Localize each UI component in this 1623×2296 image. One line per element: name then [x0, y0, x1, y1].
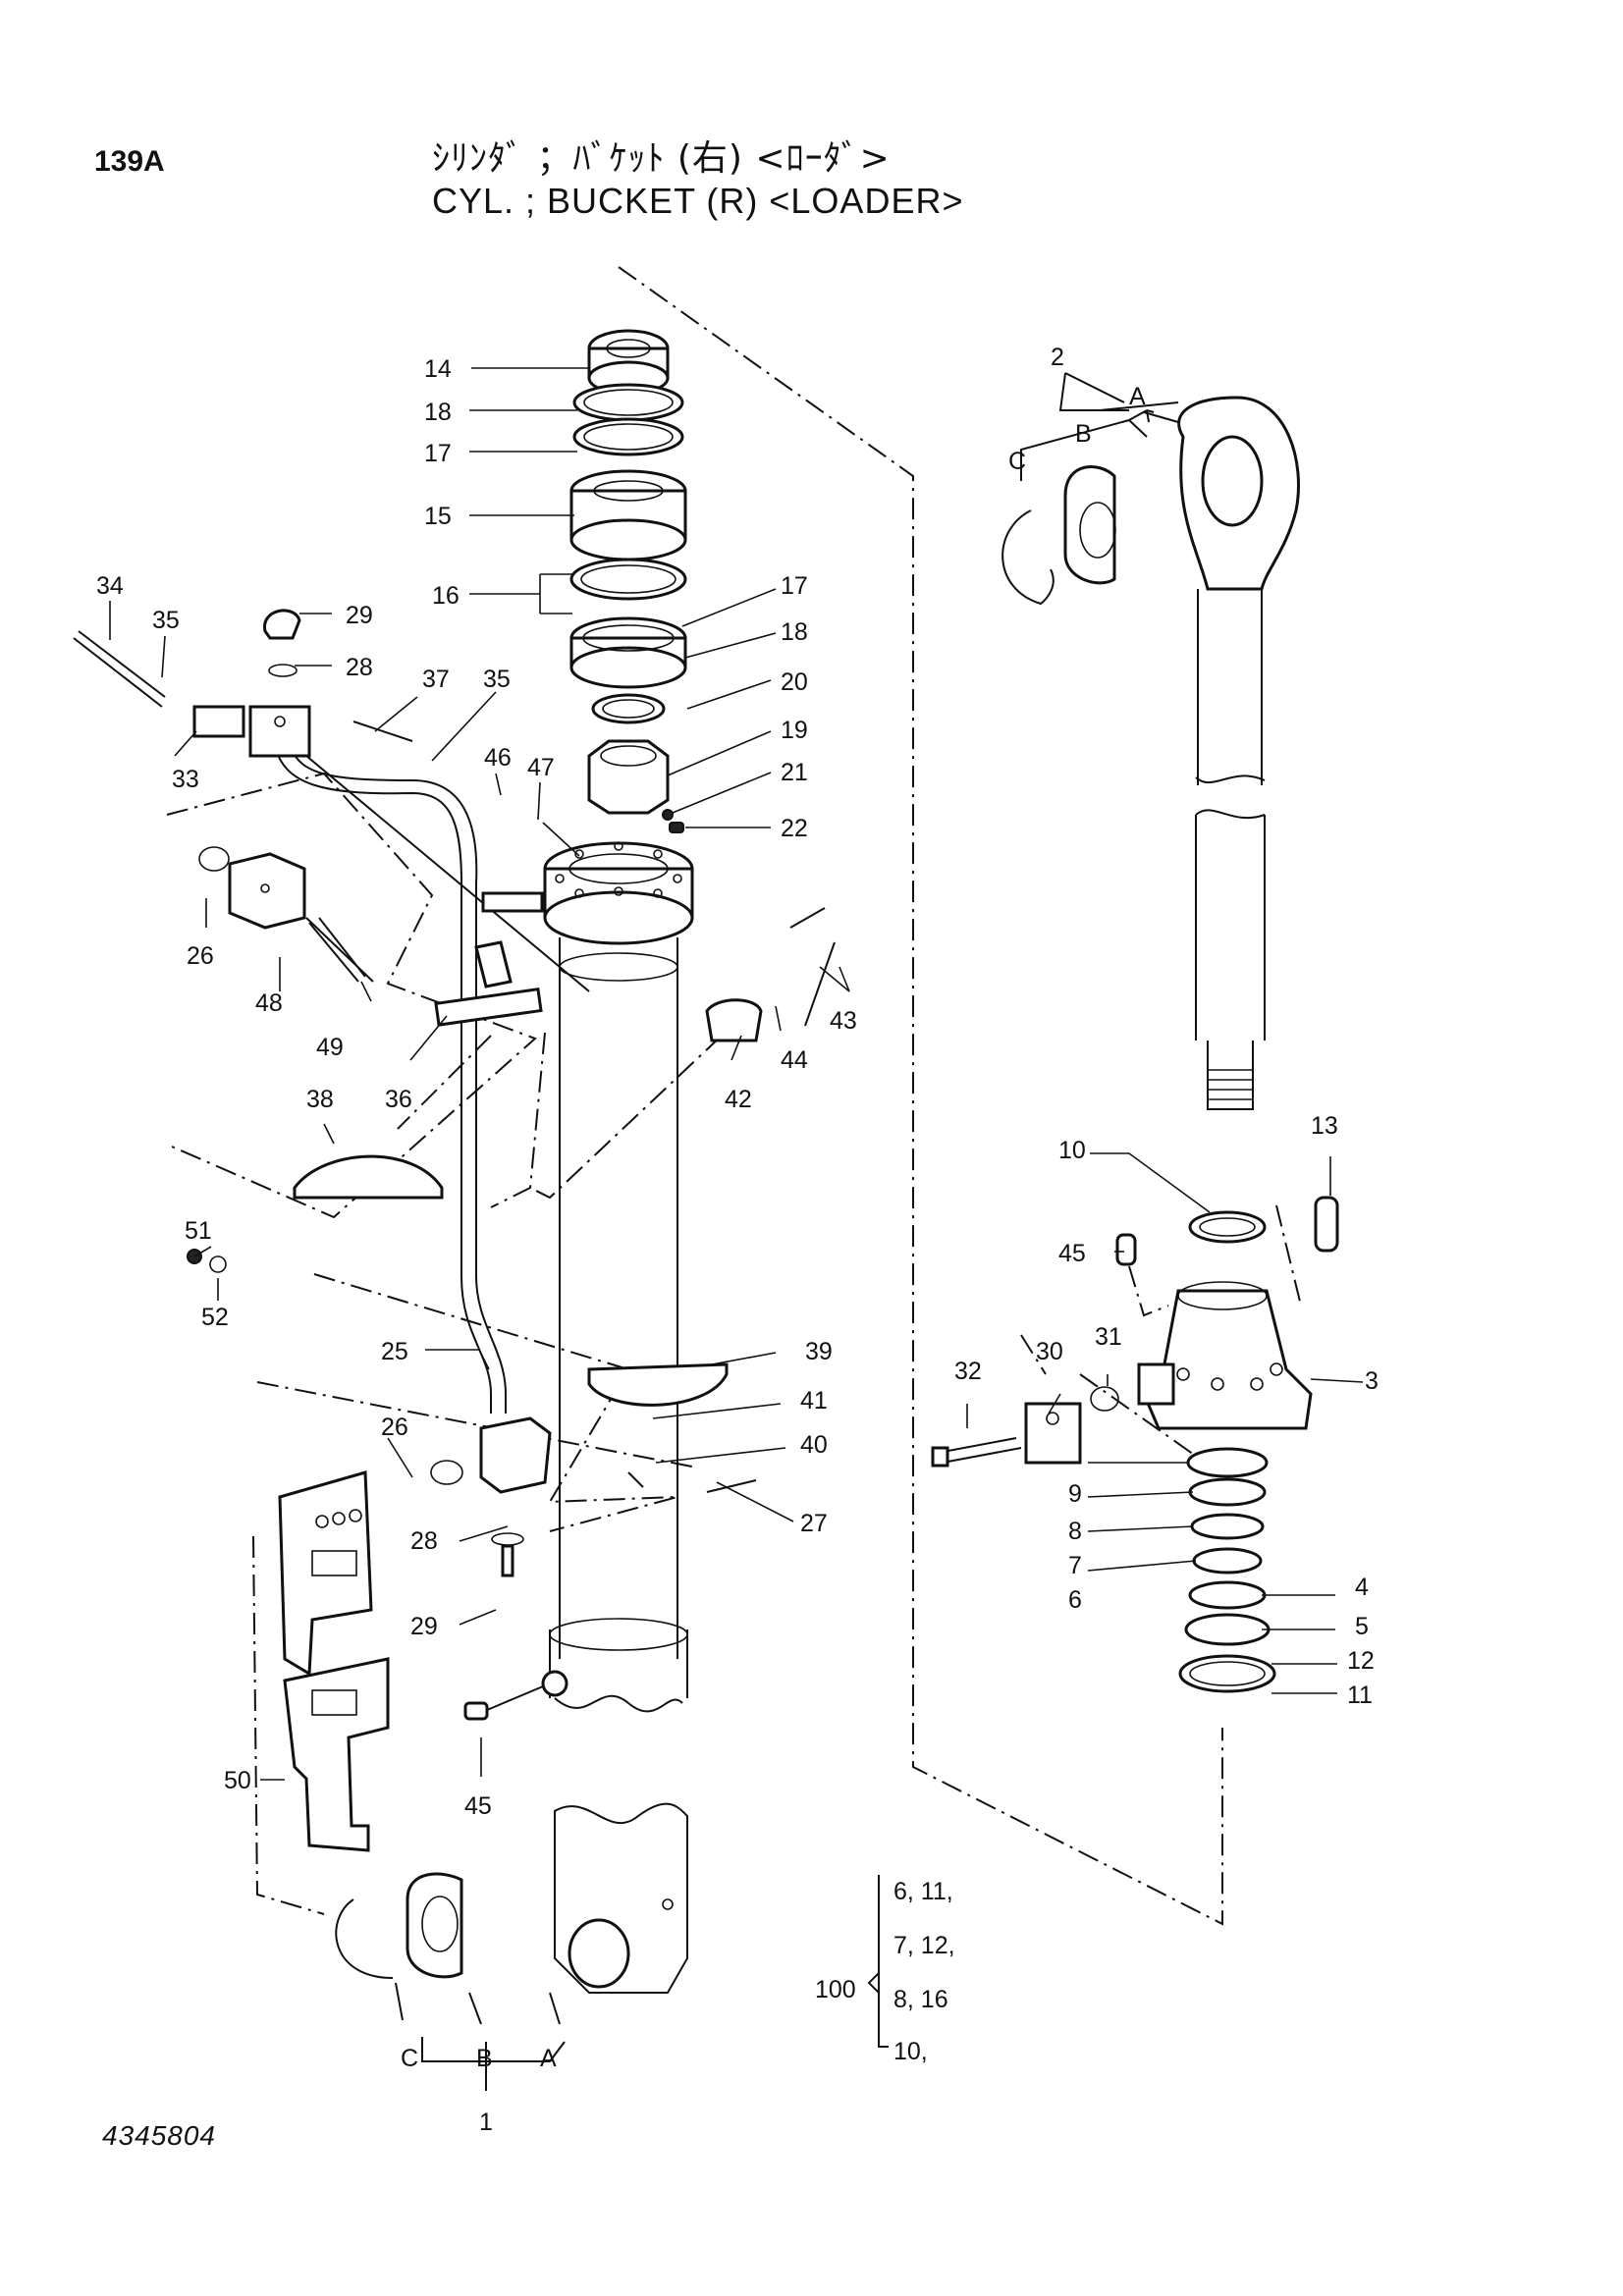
sub-label-bottom-a: A — [540, 2045, 557, 2072]
callout-15: 15 — [424, 503, 452, 530]
callout-9: 9 — [1068, 1480, 1082, 1508]
callout-14: 14 — [424, 355, 452, 383]
callout-2: 2 — [1051, 344, 1064, 371]
callout-10: 10 — [1058, 1137, 1086, 1164]
kit-row-3: 8, 16 — [893, 1986, 948, 2013]
callout-34: 34 — [96, 572, 124, 600]
callout-26a: 26 — [187, 942, 214, 970]
callout-50: 50 — [224, 1767, 251, 1794]
callout-35a: 35 — [152, 607, 180, 634]
rod-seal-stack — [569, 329, 687, 833]
callout-52: 52 — [201, 1304, 229, 1331]
callout-48: 48 — [255, 989, 283, 1017]
kit-group-100: 100 6, 11, 7, 12, 8, 16 10, — [815, 1878, 955, 2065]
sub-label-top-b: B — [1075, 420, 1092, 448]
callout-31: 31 — [1095, 1323, 1122, 1351]
callout-11: 11 — [1347, 1682, 1373, 1709]
callout-37: 37 — [422, 666, 450, 693]
callout-33: 33 — [172, 766, 199, 793]
mounting-plate — [278, 1470, 390, 1852]
callout-42: 42 — [725, 1086, 752, 1113]
sub-label-top-a: A — [1129, 383, 1146, 410]
callout-6: 6 — [1068, 1586, 1082, 1614]
callout-21: 21 — [781, 759, 808, 786]
callout-13: 13 — [1311, 1112, 1338, 1140]
callout-35b: 35 — [483, 666, 511, 693]
bushing-set-bottom — [335, 1872, 463, 1979]
sub-label-bottom-b: B — [476, 2045, 493, 2072]
callout-43: 43 — [830, 1007, 857, 1035]
callout-8: 8 — [1068, 1518, 1082, 1545]
cylinder-tube — [463, 841, 694, 1994]
callout-38: 38 — [306, 1086, 334, 1113]
callout-5: 5 — [1355, 1613, 1369, 1640]
callout-18a: 18 — [424, 399, 452, 426]
callout-40: 40 — [800, 1431, 828, 1459]
callout-49: 49 — [316, 1034, 344, 1061]
kit-row-1: 6, 11, — [893, 1878, 953, 1905]
callout-19: 19 — [781, 717, 808, 744]
callout-3: 3 — [1365, 1367, 1379, 1395]
callout-30: 30 — [1036, 1338, 1063, 1365]
callout-7: 7 — [1068, 1552, 1082, 1579]
callout-17b: 17 — [781, 572, 808, 600]
callout-39: 39 — [805, 1338, 833, 1365]
drawing-number: 4345804 — [102, 2120, 217, 2151]
sub-label-top-c: C — [1008, 448, 1026, 475]
callout-47: 47 — [527, 754, 555, 781]
sub-label-bottom-c: C — [401, 2045, 418, 2072]
callout-1: 1 — [479, 2109, 493, 2136]
callout-17a: 17 — [424, 440, 452, 467]
callout-25: 25 — [381, 1338, 408, 1365]
bushing-set-top — [1001, 464, 1116, 606]
title-japanese: ｼﾘﾝﾀﾞ ；ﾊﾞｹｯﾄ (右) <ﾛｰﾀﾞ> — [432, 138, 891, 179]
rod-eye-assembly — [931, 396, 1339, 1693]
callout-29a: 29 — [346, 602, 373, 629]
callout-45a: 45 — [1058, 1240, 1086, 1267]
callout-12: 12 — [1347, 1647, 1375, 1675]
kit-row-2: 7, 12, — [893, 1932, 955, 1959]
pipe-assembly — [73, 609, 836, 1577]
callout-22: 22 — [781, 815, 808, 842]
callout-36: 36 — [385, 1086, 412, 1113]
callout-41: 41 — [800, 1387, 828, 1415]
callout-45b: 45 — [464, 1792, 492, 1820]
callout-16: 16 — [432, 582, 460, 610]
callout-numbers: 1 2 3 4 5 6 7 8 9 10 11 12 13 14 15 16 1… — [96, 344, 1379, 2136]
callout-46: 46 — [484, 744, 512, 772]
callout-29b: 29 — [410, 1613, 438, 1640]
page-number: 139A — [94, 145, 165, 178]
callout-20: 20 — [781, 668, 808, 696]
callout-44: 44 — [781, 1046, 808, 1074]
callout-4: 4 — [1355, 1574, 1369, 1601]
callout-28a: 28 — [346, 654, 373, 681]
kit-number: 100 — [815, 1976, 856, 2003]
callout-27: 27 — [800, 1510, 828, 1537]
callout-28b: 28 — [410, 1527, 438, 1555]
callout-51: 51 — [185, 1217, 212, 1245]
leader-lines — [109, 367, 1364, 1781]
callout-32: 32 — [954, 1358, 982, 1385]
kit-row-4: 10, — [893, 2038, 928, 2065]
callout-26b: 26 — [381, 1414, 408, 1441]
callout-18b: 18 — [781, 618, 808, 646]
title-english: CYL. ; BUCKET (R) <LOADER> — [432, 181, 964, 221]
group-brackets — [395, 372, 1179, 2091]
